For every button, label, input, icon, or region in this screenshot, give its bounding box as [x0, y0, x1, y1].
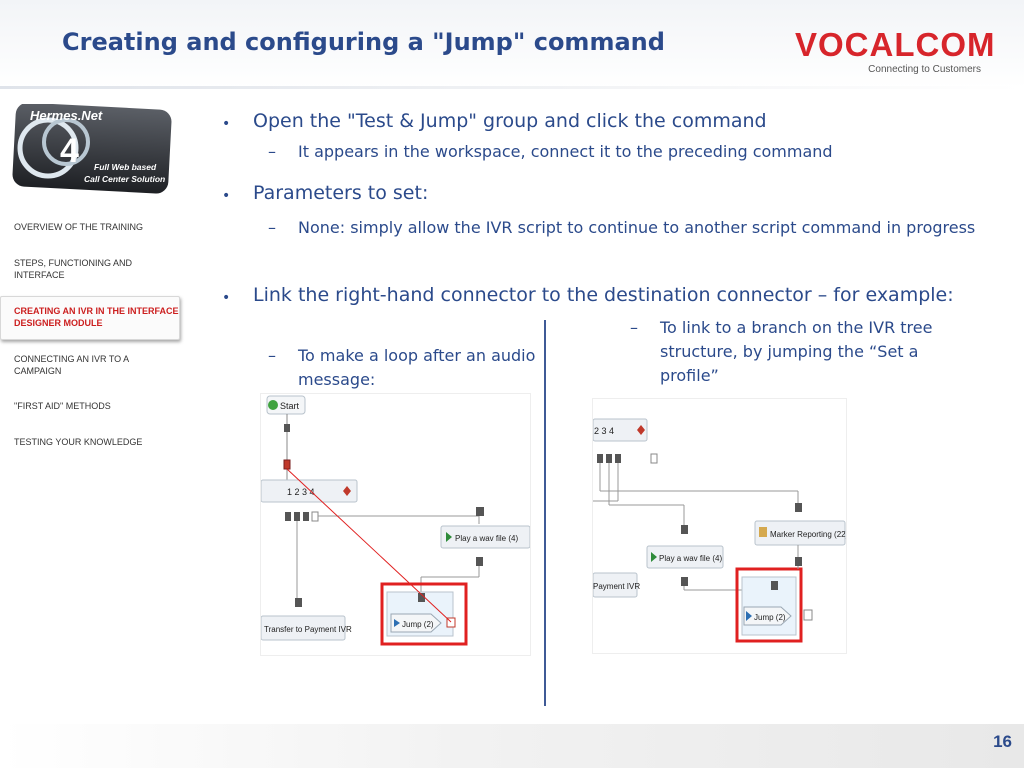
sidebar-item-steps[interactable]: STEPS, FUNCTIONING AND INTERFACE [14, 258, 133, 280]
sub-none-parameters: None: simply allow the IVR script to con… [298, 218, 976, 237]
play-icon [651, 552, 657, 562]
node-jump: Jump (2) [754, 613, 786, 622]
jump-arrow-icon [394, 619, 400, 627]
column-divider [544, 320, 546, 706]
node-transfer: Transfer to Payment IVR [264, 625, 352, 634]
sidebar-item-connecting-ivr[interactable]: CONNECTING AN IVR TO A CAMPAIGN [14, 354, 129, 376]
header-divider [0, 86, 1024, 89]
sub-appears-workspace: It appears in the workspace, connect it … [298, 142, 833, 161]
vocalcom-logo: VOCALCOM Connecting to Customers [795, 28, 995, 78]
sidebar-item-overview[interactable]: OVERVIEW OF THE TRAINING [14, 222, 144, 232]
badge-name: Hermes.Net [30, 108, 103, 123]
dash-marker: – [268, 346, 276, 365]
bullet-marker: • [222, 188, 231, 204]
start-icon [268, 400, 278, 410]
dash-marker: – [630, 318, 638, 337]
footer-band [0, 724, 1024, 768]
badge-line2: Call Center Solution [84, 174, 165, 184]
marker-icon [759, 527, 767, 537]
diamond-icon [343, 486, 351, 496]
logo-wordmark: VOCALCOM [795, 26, 996, 63]
slide-title: Creating and configuring a "Jump" comman… [62, 28, 665, 56]
node-branch: 1 2 3 4 [287, 487, 315, 497]
node-play: Play a wav file (4) [455, 534, 518, 543]
badge-line1: Full Web based [94, 162, 157, 172]
sidebar-item-testing[interactable]: TESTING YOUR KNOWLEDGE [14, 437, 143, 447]
jump-highlight-box [735, 567, 803, 643]
header-band [0, 0, 1024, 88]
jump-arrow-icon [746, 611, 752, 621]
node-payment: Payment IVR [593, 582, 640, 591]
node-play: Play a wav file (4) [659, 554, 722, 563]
diamond-icon [637, 425, 645, 435]
hermes-net-badge: 4 Hermes.Net Full Web based Call Center … [8, 102, 172, 194]
bullet-marker: • [222, 116, 231, 132]
jump-highlight-box [380, 582, 468, 646]
bullet-parameters: Parameters to set: [253, 182, 429, 204]
bullet-open-group: Open the "Test & Jump" group and click t… [253, 110, 767, 132]
node-start: Start [280, 401, 300, 411]
dash-marker: – [268, 218, 276, 237]
bullet-marker: • [222, 290, 231, 306]
logo-tagline: Connecting to Customers [868, 64, 981, 75]
sidebar-item-first-aid[interactable]: "FIRST AID" METHODS [14, 401, 111, 411]
bullet-link-connector: Link the right-hand connector to the des… [253, 284, 954, 306]
sub-make-loop: To make a loop after an audio message: [298, 346, 536, 389]
sub-link-branch: To link to a branch on the IVR tree stru… [660, 318, 933, 385]
node-marker: Marker Reporting (22) [770, 530, 846, 539]
badge-version: 4 [60, 132, 79, 170]
node-branch: 2 3 4 [594, 426, 614, 436]
play-icon [446, 532, 452, 542]
page-number: 16 [993, 732, 1012, 751]
dash-marker: – [268, 142, 276, 161]
sidebar-item-creating-ivr[interactable]: CREATING AN IVR IN THE INTERFACE DESIGNE… [14, 306, 179, 328]
node-jump: Jump (2) [402, 620, 434, 629]
sidebar-active-highlight [0, 296, 180, 340]
loop-example-screenshot: Start 1 2 3 4 Play a wav file (4) Transf… [260, 393, 531, 656]
branch-jump-screenshot: 2 3 4 Marker Reporting (22) Play a wav f… [592, 398, 849, 654]
